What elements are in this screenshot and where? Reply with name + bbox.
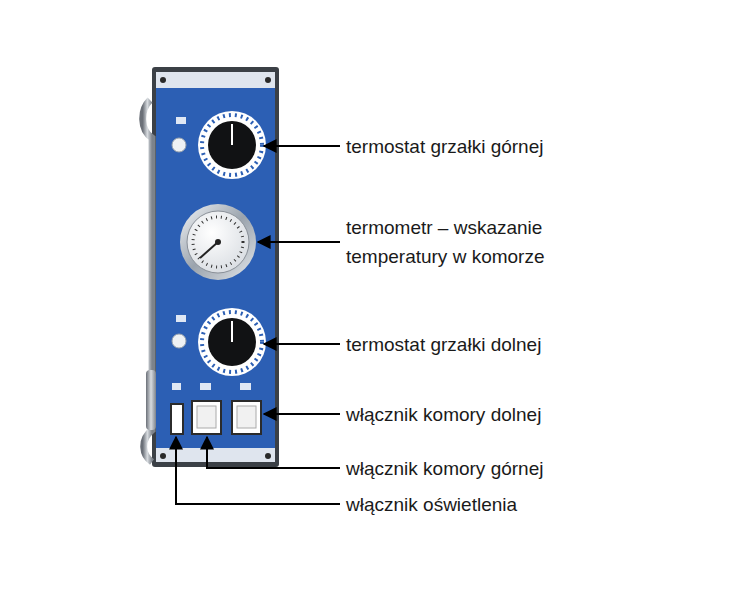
leader-lines — [176, 146, 340, 504]
hinge — [146, 370, 156, 430]
callout-label: termostat grzałki dolnej — [346, 330, 541, 359]
callout-label: termometr – wskazanie temperatury w komo… — [346, 213, 571, 271]
panel-strip — [156, 72, 275, 88]
dial-scale — [198, 308, 266, 376]
callout-label: włącznik oświetlenia — [346, 490, 517, 519]
indicator-lamp — [172, 138, 186, 152]
callout-label: termostat grzałki górnej — [346, 132, 543, 161]
thermostat-knob — [208, 121, 256, 169]
callout-label: włącznik komory dolnej — [346, 400, 541, 429]
rocker-switch — [192, 401, 221, 434]
light-switch — [171, 404, 183, 434]
callout-label: włącznik komory górnej — [346, 454, 543, 483]
dial-scale — [198, 111, 266, 179]
rocker-switch — [232, 401, 261, 434]
indicator-lamp — [172, 334, 186, 348]
panel-strip — [156, 448, 275, 462]
panel-face — [156, 72, 275, 462]
panel-frame — [152, 67, 279, 467]
thermometer — [180, 204, 256, 280]
thermostat-knob — [208, 318, 256, 366]
